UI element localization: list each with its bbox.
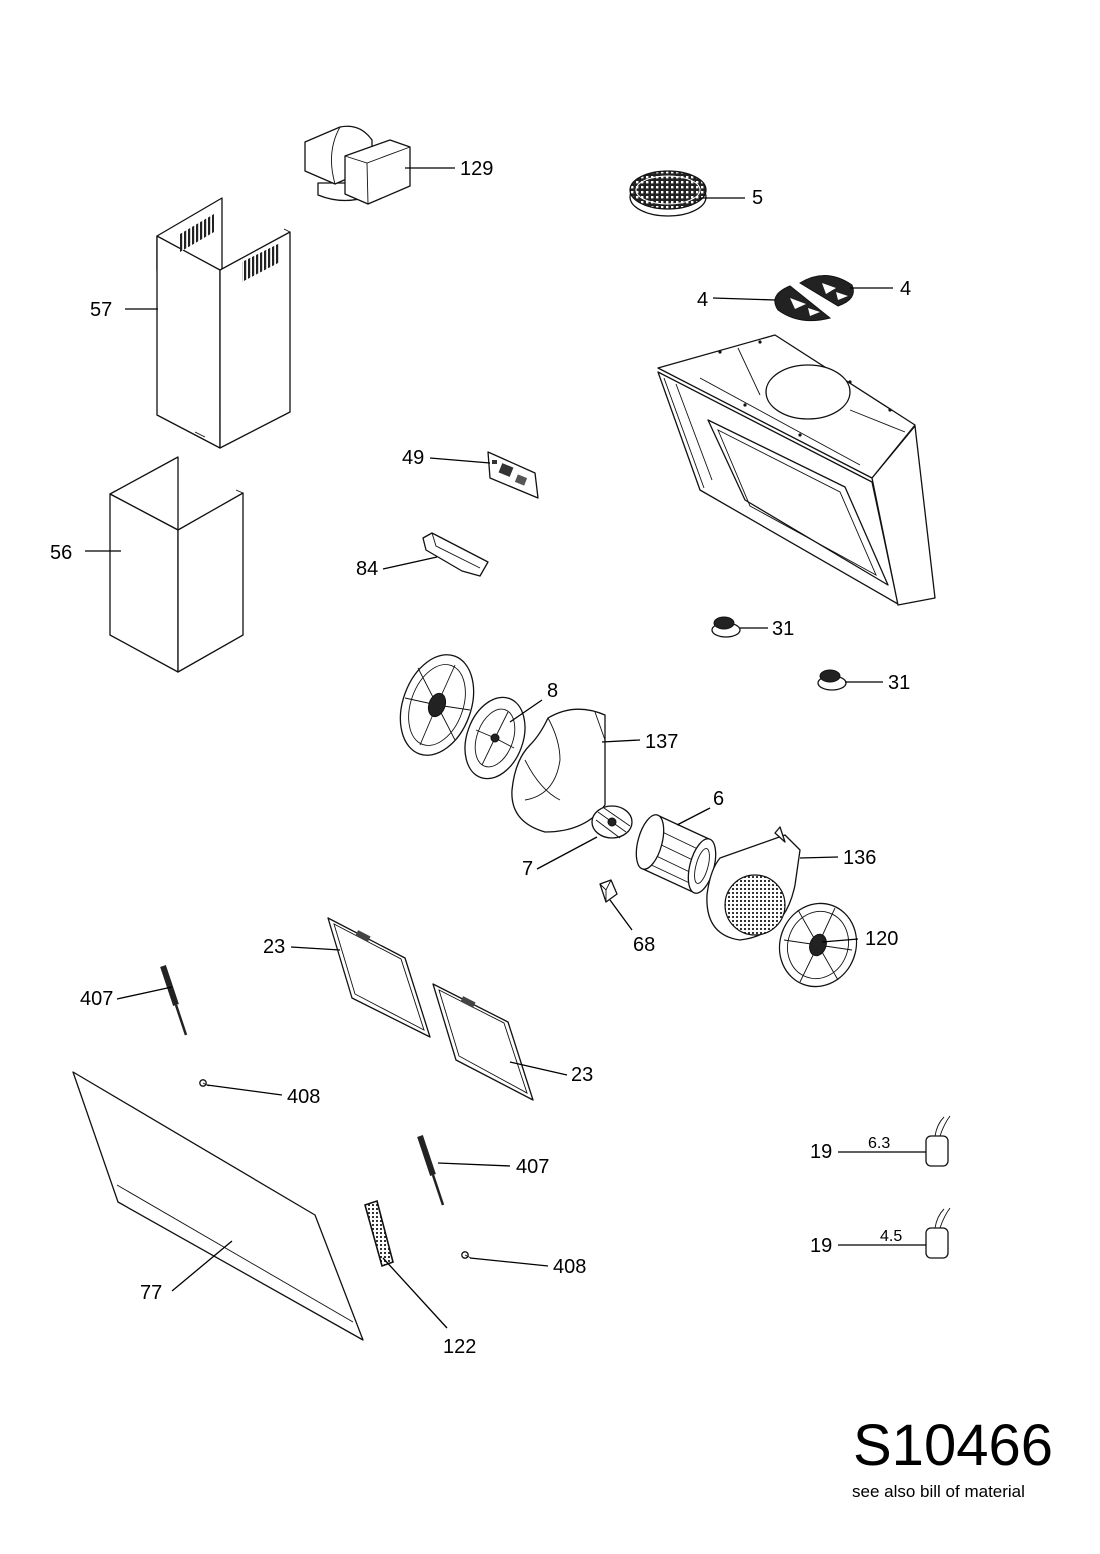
leader-line-122 xyxy=(382,1257,448,1329)
callout-23-a: 23 xyxy=(263,936,285,958)
part-56-lower-chimney xyxy=(109,456,244,673)
leader-line-68 xyxy=(609,899,633,931)
callout-4-left: 4 xyxy=(697,289,708,311)
part-68-clip xyxy=(599,879,618,903)
leader-line-120 xyxy=(821,938,859,943)
callout-5: 5 xyxy=(752,187,763,209)
part-6-impeller xyxy=(635,814,717,894)
callout-57: 57 xyxy=(90,299,112,321)
part-408-screw-2 xyxy=(461,1251,472,1259)
leader-line-408-a xyxy=(206,1084,283,1096)
part-31-knob-2 xyxy=(817,669,847,691)
capacitor-value-2: 4.5 xyxy=(880,1228,902,1245)
callout-19-a: 19 xyxy=(810,1141,832,1163)
callout-77: 77 xyxy=(140,1282,162,1304)
leader-line-4-left xyxy=(712,297,776,301)
callout-136: 136 xyxy=(843,847,876,869)
part-136-blower-housing xyxy=(706,826,801,941)
callout-68: 68 xyxy=(633,934,655,956)
callout-408-a: 408 xyxy=(287,1086,320,1108)
part-57-upper-chimney xyxy=(156,197,291,449)
leader-line-23-b xyxy=(509,1061,568,1076)
callout-407-a: 407 xyxy=(80,988,113,1010)
part-77-glass-panel xyxy=(72,1071,364,1341)
part-129-duct-adapter xyxy=(304,125,411,205)
part-120-fan-guard xyxy=(778,902,858,988)
leader-line-408-b xyxy=(469,1257,549,1267)
capacitor-value-1: 6.3 xyxy=(868,1135,890,1152)
part-8-inlet-ring xyxy=(464,696,526,780)
fan-guard-left xyxy=(399,654,475,756)
part-31-knob-1 xyxy=(711,616,741,638)
part-49-control-board xyxy=(487,451,539,499)
callout-49: 49 xyxy=(402,447,424,469)
callout-labels: 129 5 4 4 57 49 56 84 31 31 8 137 6 7 13… xyxy=(50,158,911,1358)
part-19-capacitor-1 xyxy=(925,1115,951,1167)
part-7-motor xyxy=(591,805,633,839)
leader-lines xyxy=(85,167,926,1329)
leader-line-6 xyxy=(676,807,711,826)
drawing-number: S10466 xyxy=(853,1413,1053,1478)
leader-line-407-a xyxy=(116,986,173,1000)
part-23-grease-filter-2 xyxy=(432,983,534,1101)
leader-line-136 xyxy=(799,856,839,859)
leader-line-77 xyxy=(171,1240,233,1292)
callout-407-b: 407 xyxy=(516,1156,549,1178)
callout-408-b: 408 xyxy=(553,1256,586,1278)
part-4-half-disc-left xyxy=(774,285,832,322)
leader-line-137 xyxy=(601,739,641,743)
callout-7: 7 xyxy=(522,858,533,880)
callout-137: 137 xyxy=(645,731,678,753)
callout-31-a: 31 xyxy=(772,618,794,640)
footnote: see also bill of material xyxy=(852,1482,1025,1501)
hood-body xyxy=(657,334,936,606)
leader-line-23-a xyxy=(290,946,341,951)
callout-120: 120 xyxy=(865,928,898,950)
part-407-gas-strut-1 xyxy=(160,965,188,1036)
callout-6: 6 xyxy=(713,788,724,810)
part-137-blower-housing xyxy=(511,708,606,833)
callout-23-b: 23 xyxy=(571,1064,593,1086)
callout-4-right: 4 xyxy=(900,278,911,300)
part-84-bracket xyxy=(422,532,489,577)
leader-line-84 xyxy=(382,556,438,570)
callout-84: 84 xyxy=(356,558,378,580)
part-5-round-grille xyxy=(629,170,707,217)
part-407-gas-strut-2 xyxy=(417,1135,445,1206)
callout-56: 56 xyxy=(50,542,72,564)
part-23-grease-filter-1 xyxy=(327,917,431,1038)
callout-8: 8 xyxy=(547,680,558,702)
leader-line-8 xyxy=(509,699,543,723)
callout-19-b: 19 xyxy=(810,1235,832,1257)
leader-line-49 xyxy=(429,457,491,464)
part-4-half-disc-right xyxy=(799,275,854,307)
callout-129: 129 xyxy=(460,158,493,180)
part-408-screw-1 xyxy=(199,1079,210,1087)
leader-line-7 xyxy=(536,836,598,870)
callout-122: 122 xyxy=(443,1336,476,1358)
callout-31-b: 31 xyxy=(888,672,910,694)
part-19-capacitor-2 xyxy=(925,1207,951,1259)
part-122-control-bar xyxy=(364,1199,394,1268)
leader-line-407-b xyxy=(437,1162,511,1167)
